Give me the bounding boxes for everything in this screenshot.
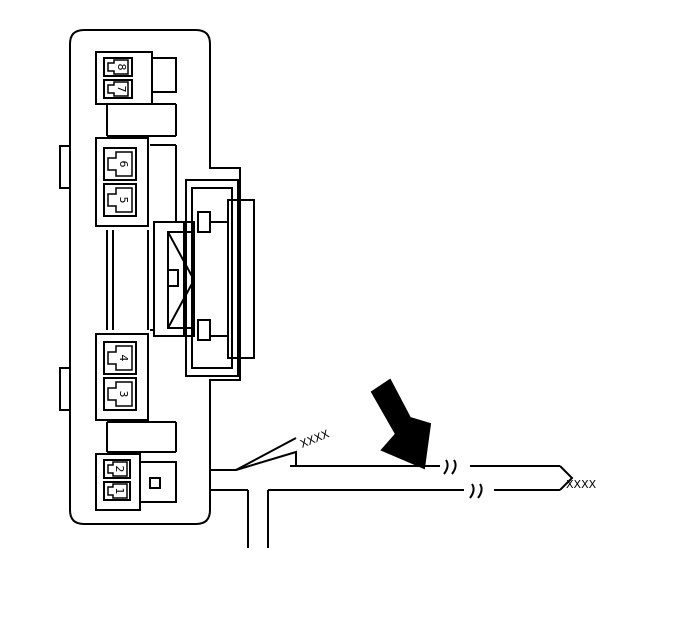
terminal-block-2-1-side	[139, 461, 177, 503]
terminal-label-6: 6	[117, 161, 130, 168]
terminal-1-tab	[149, 477, 161, 489]
terminal-label-8: 8	[115, 64, 128, 71]
center-lock-assembly	[153, 221, 196, 337]
terminal-block-8-7-side	[151, 57, 177, 93]
wire-break-marks	[443, 459, 483, 499]
wire-end-mark-right: XXXX	[566, 478, 597, 491]
terminal-label-2: 2	[113, 466, 126, 473]
terminal-label-3: 3	[117, 391, 130, 398]
terminal-label-5: 5	[117, 197, 130, 204]
pointer-arrow	[370, 378, 432, 470]
connector-latch	[185, 179, 255, 377]
terminal-label-4: 4	[117, 355, 130, 362]
mounting-tab-lower	[59, 367, 71, 411]
mounting-tab-upper	[59, 145, 71, 189]
connector-housing	[69, 29, 241, 525]
terminal-label-7: 7	[115, 86, 128, 93]
terminal-cavities	[103, 57, 137, 501]
terminal-label-1: 1	[113, 488, 126, 495]
wire-end-mark-upper: XXXX	[298, 427, 331, 451]
wire-harness	[210, 437, 574, 548]
terminal-latches	[107, 59, 133, 499]
